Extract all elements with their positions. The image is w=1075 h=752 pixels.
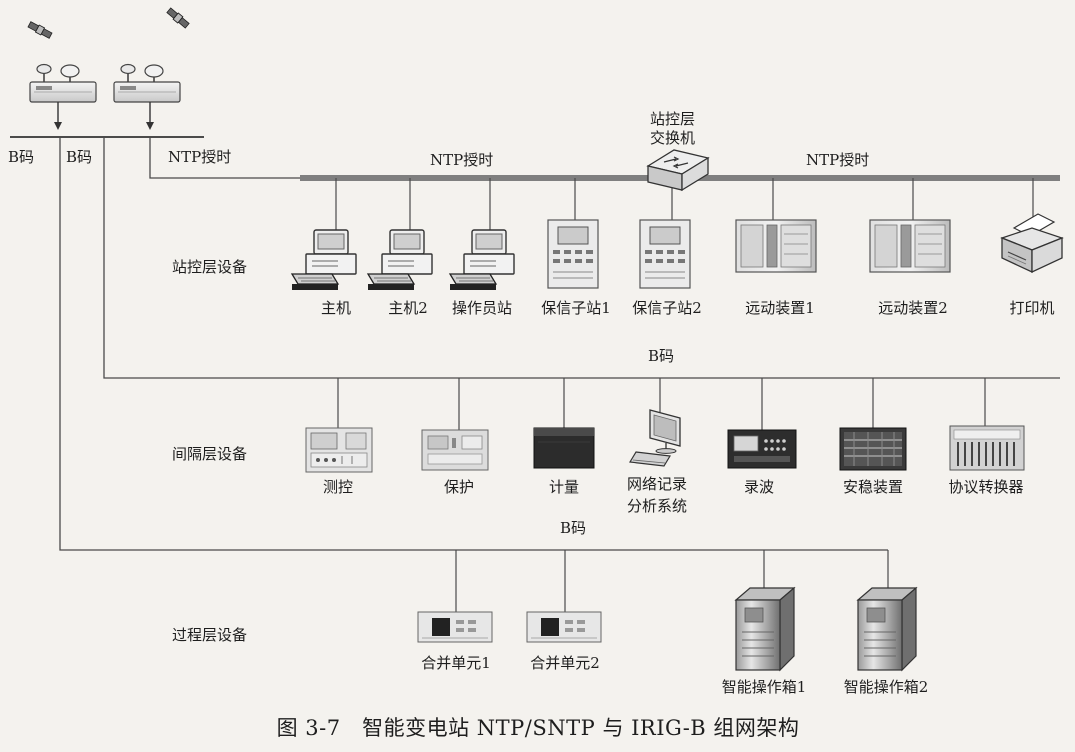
telecontrol-unit-icon <box>869 219 951 273</box>
bay-device-protocol-converter: 协议转换器 <box>948 425 1025 496</box>
station-device-telecontrol-1: 远动装置1 <box>735 219 817 317</box>
station-device-protection-2: 保信子站2 <box>632 219 702 317</box>
network-recorder-icon <box>629 409 681 467</box>
figure-caption: 图 3-7 智能变电站 NTP/SNTP 与 IRIG-B 组网架构 <box>277 716 800 740</box>
device-label: 安稳装置 <box>843 478 903 496</box>
device-label: 远动装置1 <box>745 299 815 317</box>
intelligent-terminal-icon <box>857 587 917 671</box>
bay-drop-lines <box>337 378 986 432</box>
station-device-telecontrol-2: 远动装置2 <box>869 219 951 317</box>
process-device-merging-2: 合并单元2 <box>526 611 602 672</box>
device-label: 主机2 <box>388 299 428 317</box>
station-switch <box>647 149 709 191</box>
protection-substation-icon <box>547 219 599 289</box>
device-label: 保信子站2 <box>632 299 702 317</box>
gps-clock-2 <box>113 63 181 103</box>
protection-substation-icon <box>639 219 691 289</box>
process-b-code-line <box>59 137 888 551</box>
device-label: 智能操作箱1 <box>722 678 807 696</box>
gps-clock-group: B码 B码 NTP授时 <box>8 6 231 166</box>
station-device-operator: 操作员站 <box>449 229 515 317</box>
device-label: 合并单元2 <box>530 654 600 672</box>
process-device-merging-1: 合并单元1 <box>417 611 493 672</box>
computer-icon <box>291 229 357 291</box>
computer-icon <box>449 229 515 291</box>
bay-device-metering: 计量 <box>533 427 595 496</box>
station-device-protection-1: 保信子站1 <box>541 219 611 317</box>
device-label: 测控 <box>323 478 353 496</box>
b-code-left-2: B码 <box>66 148 92 166</box>
intelligent-terminal-icon <box>735 587 795 671</box>
ntp-label-left: NTP授时 <box>168 148 231 166</box>
measurement-control-icon <box>305 427 373 473</box>
station-devices: 主机 主机2 操作员站 保信子站1 保信子站2 远动装置1 远动装置2 打印机 <box>291 213 1063 317</box>
row-label-station: 站控层设备 <box>172 258 247 276</box>
device-label: 录波 <box>744 478 774 496</box>
bay-device-measure-control: 测控 <box>305 427 373 496</box>
row-label-process: 过程层设备 <box>172 626 247 644</box>
fault-recorder-icon <box>727 429 797 469</box>
device-label: 主机 <box>321 299 351 317</box>
device-label: 保护 <box>444 478 474 496</box>
device-label: 协议转换器 <box>948 478 1023 496</box>
process-device-terminal-2: 智能操作箱2 <box>844 587 929 696</box>
device-label-line2: 分析系统 <box>627 497 687 515</box>
metering-device-icon <box>533 427 595 469</box>
process-b-code-label: B码 <box>560 519 586 537</box>
ntp-feed-line <box>149 137 300 179</box>
bay-device-stability: 安稳装置 <box>839 427 907 496</box>
switch-label-line1: 站控层 <box>650 110 695 128</box>
b-code-left-1: B码 <box>8 148 34 166</box>
printer-icon <box>1001 213 1063 273</box>
process-devices: 合并单元1 合并单元2 智能操作箱1 智能操作箱2 <box>417 587 929 696</box>
satellite-icon <box>27 20 53 40</box>
merging-unit-icon <box>526 611 602 643</box>
ntp-label-right: NTP授时 <box>806 151 869 169</box>
device-label: 操作员站 <box>452 299 512 317</box>
device-label: 智能操作箱2 <box>844 678 929 696</box>
arrow-down-icon <box>54 122 62 130</box>
gps-clock-1 <box>29 63 97 103</box>
station-device-printer: 打印机 <box>1001 213 1063 317</box>
satellite-icon <box>165 6 191 30</box>
station-device-host-1: 主机 <box>291 229 357 317</box>
ntp-label-mid: NTP授时 <box>430 151 493 169</box>
protection-device-icon <box>421 429 489 471</box>
row-label-bay: 间隔层设备 <box>172 445 247 463</box>
arrow-down-icon <box>146 122 154 130</box>
bay-device-network-recorder: 网络记录 分析系统 <box>627 409 687 515</box>
bay-b-code-line <box>103 137 1060 379</box>
device-label: 远动装置2 <box>878 299 948 317</box>
protocol-converter-icon <box>949 425 1025 471</box>
device-label: 计量 <box>549 478 579 496</box>
device-label: 打印机 <box>1009 299 1054 317</box>
stability-control-icon <box>839 427 907 471</box>
computer-icon <box>367 229 433 291</box>
bay-b-code-label: B码 <box>648 347 674 365</box>
device-label: 合并单元1 <box>421 654 491 672</box>
bay-device-fault-recorder: 录波 <box>727 429 797 496</box>
device-label-line1: 网络记录 <box>627 475 687 493</box>
switch-label-line2: 交换机 <box>650 129 695 147</box>
bay-device-protection: 保护 <box>421 429 489 496</box>
process-drop-lines <box>455 550 889 614</box>
process-device-terminal-1: 智能操作箱1 <box>722 587 807 696</box>
device-label: 保信子站1 <box>541 299 611 317</box>
telecontrol-unit-icon <box>735 219 817 273</box>
merging-unit-icon <box>417 611 493 643</box>
station-device-host-2: 主机2 <box>367 229 433 317</box>
bay-devices: 测控 保护 计量 网络记录 分析系统 录波 安稳装置 协议转换器 <box>305 409 1025 515</box>
